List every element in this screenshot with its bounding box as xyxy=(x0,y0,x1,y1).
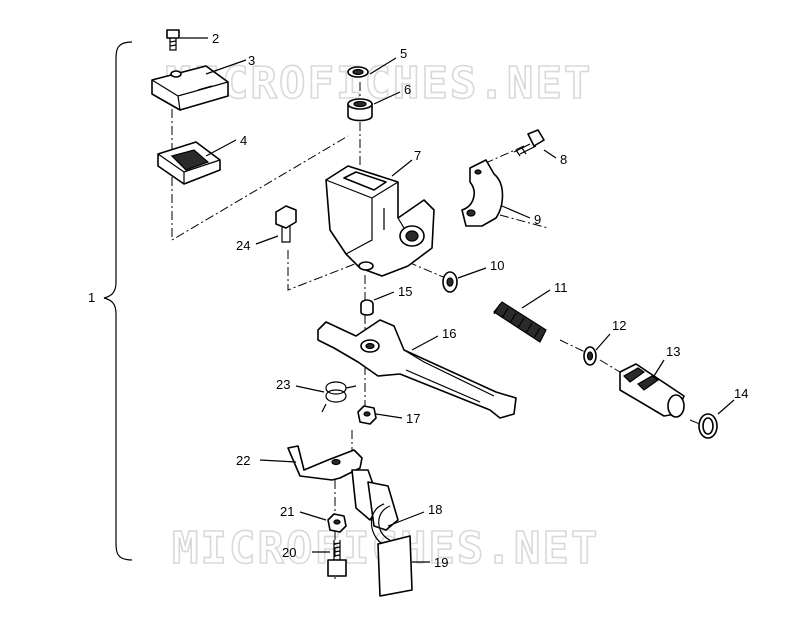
callout-17: 17 xyxy=(406,411,420,426)
pivot-bushing-part-15 xyxy=(360,299,374,316)
screw-part-2 xyxy=(166,29,180,51)
callout-labels: 1 2 3 4 5 6 7 8 9 10 11 12 13 14 15 16 1… xyxy=(88,31,748,570)
callout-4: 4 xyxy=(240,133,247,148)
brake-switch-part-19 xyxy=(377,535,413,597)
callout-1: 1 xyxy=(88,290,95,305)
alignment-line-clamp xyxy=(469,145,549,229)
screw-part-20 xyxy=(327,540,347,577)
callout-5: 5 xyxy=(400,46,407,61)
spring-part-23 xyxy=(321,381,357,413)
callout-18: 18 xyxy=(428,502,442,517)
washer-part-10 xyxy=(442,271,458,293)
spring-part-11 xyxy=(493,301,547,343)
callout-19: 19 xyxy=(434,555,448,570)
leader-lines xyxy=(180,37,735,563)
callout-16: 16 xyxy=(442,326,456,341)
clamp-bolt-part-8 xyxy=(513,129,545,157)
callout-10: 10 xyxy=(490,258,504,273)
pivot-bolt-part-24 xyxy=(275,205,297,243)
alignment-line-piston xyxy=(407,261,703,426)
callout-22: 22 xyxy=(236,453,250,468)
washer-part-5 xyxy=(347,66,369,78)
callout-21: 21 xyxy=(280,504,294,519)
alignment-line-pivot xyxy=(287,250,361,291)
nut-part-21 xyxy=(327,513,347,533)
reservoir-cover-part-3 xyxy=(151,65,229,111)
bushing-part-6 xyxy=(347,98,373,122)
brake-lever-part-16 xyxy=(317,319,517,419)
callout-11: 11 xyxy=(554,280,568,295)
master-cylinder-part-7 xyxy=(325,165,435,277)
callout-3: 3 xyxy=(248,53,255,68)
assembly-brace xyxy=(103,41,133,561)
watermark-top: MICROFICHES.NET xyxy=(165,58,592,109)
callout-23: 23 xyxy=(276,377,290,392)
callout-20: 20 xyxy=(282,545,296,560)
callout-6: 6 xyxy=(404,82,411,97)
switch-bracket-part-22 xyxy=(287,445,399,531)
callout-14: 14 xyxy=(734,386,748,401)
diaphragm-part-4 xyxy=(157,141,221,185)
o-ring-part-14 xyxy=(698,413,718,439)
callout-2: 2 xyxy=(212,31,219,46)
alignment-line-cover xyxy=(171,92,349,241)
callout-24: 24 xyxy=(236,238,250,253)
callout-13: 13 xyxy=(666,344,680,359)
piston-part-13 xyxy=(619,363,685,418)
washer-part-12 xyxy=(583,346,597,366)
pivot-nut-part-17 xyxy=(357,405,377,425)
callout-15: 15 xyxy=(398,284,412,299)
callout-8: 8 xyxy=(560,152,567,167)
handlebar-clamp-part-9 xyxy=(461,159,504,227)
callout-12: 12 xyxy=(612,318,626,333)
callout-9: 9 xyxy=(534,212,541,227)
callout-7: 7 xyxy=(414,148,421,163)
